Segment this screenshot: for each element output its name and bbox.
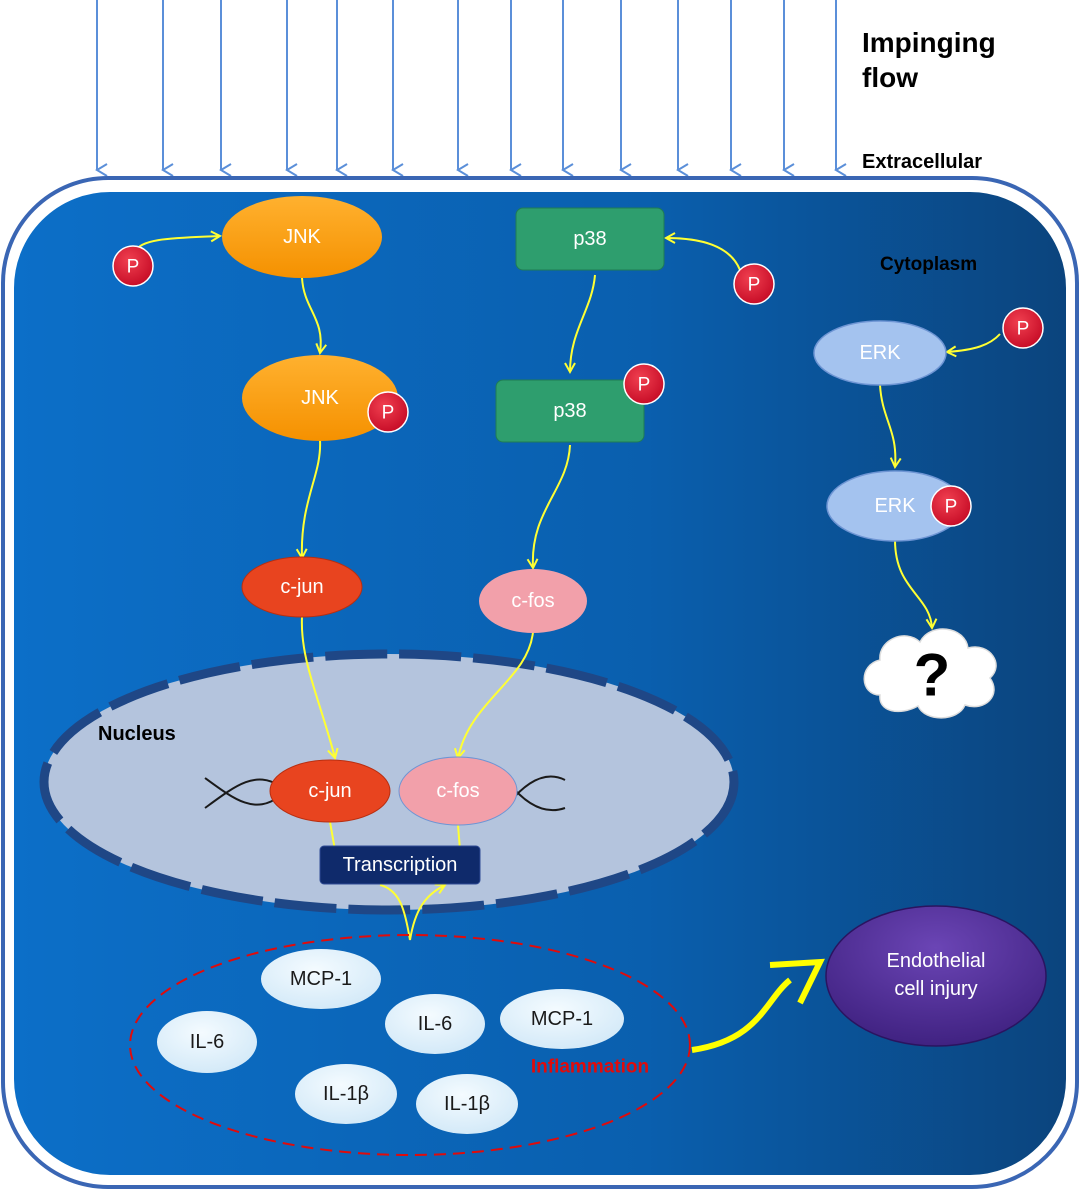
unknown-target-cloud: ? xyxy=(863,628,997,719)
svg-text:P: P xyxy=(127,257,140,278)
phospho-jnk: P xyxy=(112,245,154,287)
cell-membrane-outer xyxy=(1,176,1079,1189)
arrow-p38-p-to-cfos xyxy=(526,444,571,571)
svg-text:P: P xyxy=(748,275,761,296)
arrow-erk-to-erk-p xyxy=(879,384,902,470)
question-mark: ? xyxy=(914,642,951,709)
phospho-jnk-bound: P xyxy=(367,391,409,433)
svg-text:c-fos: c-fos xyxy=(511,590,554,612)
arrow-jnk-p-to-cjun xyxy=(295,439,322,561)
cytokine: IL-1β xyxy=(416,1074,518,1134)
svg-text:c-jun: c-jun xyxy=(280,576,323,598)
arrow-cjun-to-transcription xyxy=(329,821,336,851)
arrow-transcription-to-inflammation xyxy=(379,883,447,941)
svg-text:ERK: ERK xyxy=(874,495,916,517)
phospho-erk-bound: P xyxy=(930,485,972,527)
inflammation-region xyxy=(129,934,691,1156)
arrow-erk-p-to-unknown xyxy=(894,539,938,631)
jnk-p-node: JNK xyxy=(242,355,398,441)
svg-text:Endothelial: Endothelial xyxy=(887,950,986,972)
impinging-flow-label: Impinging xyxy=(862,27,996,58)
p38-p-node: p38 xyxy=(495,379,645,443)
cytokine: IL-1β xyxy=(295,1064,397,1124)
p38-node: p38 xyxy=(515,207,665,271)
jnk-node: JNK xyxy=(222,196,382,278)
cjun-nuclear-node: c-jun xyxy=(269,759,391,823)
arrow-p-to-p38 xyxy=(663,232,741,271)
cytokine: MCP-1 xyxy=(261,949,381,1009)
svg-text:IL-1β: IL-1β xyxy=(323,1083,369,1105)
arrow-cjun-to-nucleus xyxy=(300,616,339,760)
cytokine: MCP-1 xyxy=(500,989,624,1049)
svg-text:p38: p38 xyxy=(553,400,586,422)
svg-text:Transcription: Transcription xyxy=(343,854,458,876)
svg-text:p38: p38 xyxy=(573,228,606,250)
svg-text:MCP-1: MCP-1 xyxy=(290,968,352,990)
impinging-flow-label-2: flow xyxy=(862,62,918,93)
transcription-box: Transcription xyxy=(319,845,481,885)
svg-text:cell injury: cell injury xyxy=(894,978,977,1000)
extracellular-label: Extracellular xyxy=(862,151,982,173)
inflammation-label: Inflammation xyxy=(531,1057,649,1078)
arrow-p-to-erk xyxy=(944,333,1001,358)
arrow-cfos-to-nucleus xyxy=(453,631,534,761)
arrow-jnk-to-jnk-p xyxy=(301,277,328,356)
svg-text:c-jun: c-jun xyxy=(308,780,351,802)
svg-text:c-fos: c-fos xyxy=(436,780,479,802)
svg-text:P: P xyxy=(638,375,651,396)
svg-text:IL-1β: IL-1β xyxy=(444,1093,490,1115)
nucleus xyxy=(39,649,739,915)
svg-text:IL-6: IL-6 xyxy=(418,1013,452,1035)
arrow-p38-to-p38-p xyxy=(564,274,596,375)
cytoplasm-label: Cytoplasm xyxy=(880,254,977,275)
erk-node: ERK xyxy=(813,320,947,386)
nucleus-label: Nucleus xyxy=(98,723,176,745)
impinging-flow-arrows xyxy=(95,0,847,177)
svg-text:P: P xyxy=(945,497,958,518)
phospho-p38: P xyxy=(733,263,775,305)
endothelial-injury-node: Endothelial cell injury xyxy=(825,905,1047,1047)
injury-arrow xyxy=(691,958,825,1053)
svg-text:JNK: JNK xyxy=(301,387,339,409)
cytokine: IL-6 xyxy=(385,994,485,1054)
phospho-p38-bound: P xyxy=(623,363,665,405)
svg-text:MCP-1: MCP-1 xyxy=(531,1008,593,1030)
cytokine: IL-6 xyxy=(157,1011,257,1073)
svg-text:ERK: ERK xyxy=(859,342,901,364)
cfos-node: c-fos xyxy=(479,569,587,633)
svg-text:JNK: JNK xyxy=(283,226,321,248)
cfos-nuclear-node: c-fos xyxy=(398,756,518,826)
svg-text:P: P xyxy=(382,403,395,424)
svg-text:IL-6: IL-6 xyxy=(190,1031,224,1053)
cjun-node: c-jun xyxy=(241,556,363,618)
phospho-erk: P xyxy=(1002,307,1044,349)
svg-text:P: P xyxy=(1017,319,1030,340)
